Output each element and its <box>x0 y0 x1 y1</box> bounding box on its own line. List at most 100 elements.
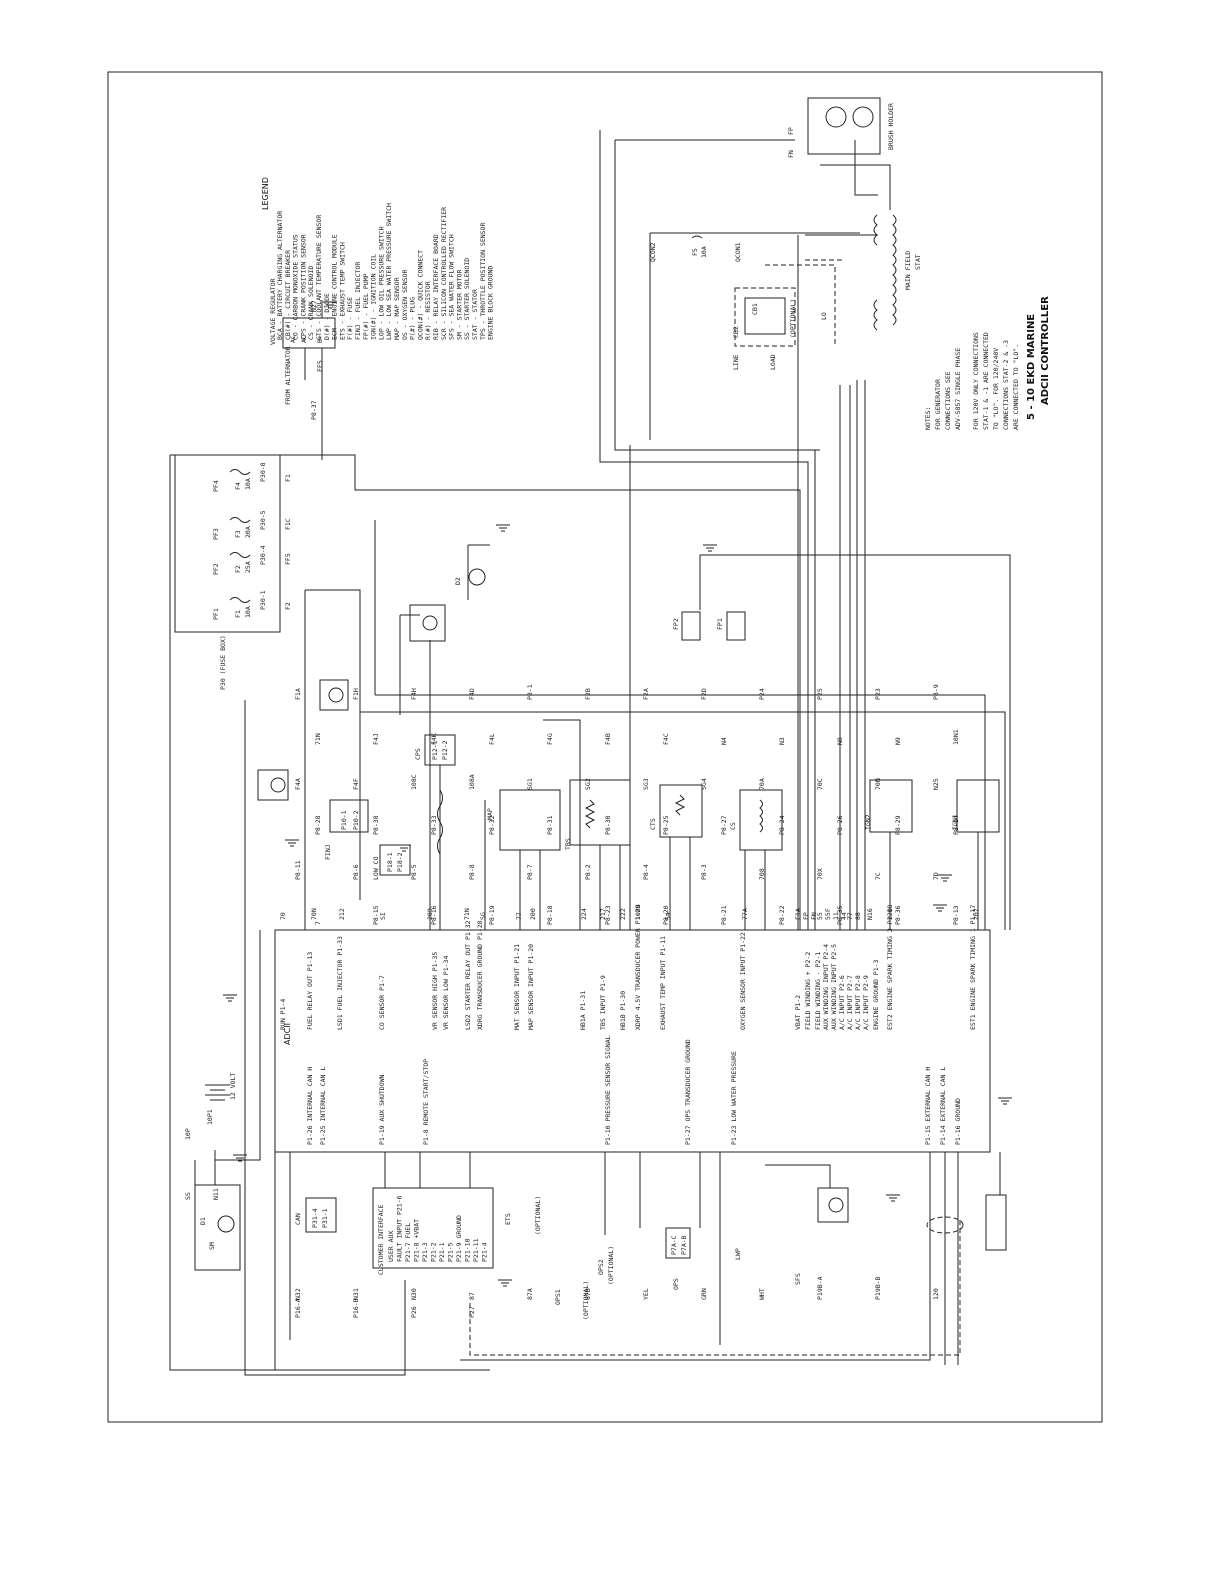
fuse-out: F1 <box>284 474 292 482</box>
wire-label: F4B <box>604 733 612 745</box>
adcii-left-pin: VR SENSOR LOW P1-34 <box>442 956 450 1030</box>
notes-line: CONNECTIONS STAT-2 & -3 <box>1002 340 1010 430</box>
fp2-box <box>681 611 701 641</box>
wire-label: F2A <box>642 688 650 700</box>
wire-label: P8-30 <box>604 815 612 835</box>
wire-label: P8-31 <box>546 815 554 835</box>
ops-label: OPS <box>672 1278 680 1290</box>
legend-item: LOP - LOW OIL PRESSURE SWITCH <box>377 226 385 340</box>
adcii-right-pin: A/C INPUT P2-6 <box>838 975 846 1030</box>
wire-label: F2D <box>700 688 708 700</box>
customer-interface-line: P21-4 <box>481 1242 489 1262</box>
wire-label: F4F <box>352 778 360 790</box>
top-wire-label: 70 <box>279 912 287 920</box>
vr-wire-in: P8-37 <box>310 400 318 420</box>
legend-item: QCON(#) - QUICK CONNECT <box>416 250 424 340</box>
wire-label: P8-21 <box>720 905 728 925</box>
adcii-left-pin: RUN P1-4 <box>279 999 287 1030</box>
ground-icon <box>496 524 510 532</box>
wire-label: N30 <box>410 1288 418 1300</box>
fuse-id: F3 <box>234 530 242 538</box>
fuse-f5-rating: 10A <box>700 246 708 258</box>
starter-solenoid-icon <box>468 568 486 586</box>
top-wire-label: 11 <box>832 912 840 920</box>
wire-label: 87 <box>468 1292 476 1300</box>
line-label: LINE <box>732 354 740 370</box>
wire-label: N8 <box>836 737 844 745</box>
wire-label: P8-27 <box>720 815 728 835</box>
wire-label: P8-3 <box>700 864 708 880</box>
wire-label: F4C <box>662 733 670 745</box>
wire-label: 7D <box>932 872 940 880</box>
wire-label: 108C <box>410 774 418 790</box>
wire-label: SG2 <box>584 778 592 790</box>
cps-label: CPS <box>414 748 422 760</box>
wire-label: F1H <box>352 688 360 700</box>
wire-label: 70A <box>758 778 766 790</box>
optional-label: (OPTIONAL) <box>789 299 797 338</box>
customer-interface-line: USER AUX <box>387 1231 395 1262</box>
brush-holder-label: BRUSH HOLDER <box>887 103 895 150</box>
can-pin1: P31-4 <box>311 1208 319 1228</box>
wire-label: F4G <box>546 733 554 745</box>
ops2-optional: (OPTIONAL) <box>607 1246 615 1285</box>
stat-label: STAT <box>914 254 922 270</box>
top-wire-label: 217 <box>599 908 607 920</box>
top-wire-label: SG <box>479 912 487 920</box>
ops-pin1: P7A-C <box>670 1235 678 1255</box>
wire-label: P19B-B <box>874 1276 882 1300</box>
adcii-right-pin: AUX WINDING INPUT P2-5 <box>830 944 838 1030</box>
relay-lower-box <box>817 1187 849 1223</box>
legend-item: CS - CRANK SOLENOID <box>307 266 315 340</box>
voltage-regulator-box <box>282 317 336 349</box>
notes-line: TO "LO". FOR 120/240V <box>992 348 1000 430</box>
notes-heading: NOTES: <box>924 407 932 430</box>
adcii-bottom-pin: P1-10 PRESSURE SENSOR SIGNAL <box>604 1035 612 1145</box>
customer-interface-box <box>372 1187 494 1269</box>
wire-label: WHT <box>758 1288 766 1300</box>
tbs-label: TBS <box>564 838 572 850</box>
relay-p21-box <box>319 679 349 711</box>
notes-line: ARE CONNECTED TO "LO". <box>1012 344 1020 430</box>
notes-line: STAT-1 & -1 ARE CONNECTED <box>982 332 990 430</box>
cts-box <box>659 784 703 838</box>
battery-wire2: 10P1 <box>206 1109 214 1125</box>
top-wire-label: 207 <box>972 908 980 920</box>
customer-interface-line: P21-10 <box>464 1238 472 1262</box>
adcii-bottom-pin: P1-26 INTERNAL CAN H <box>306 1067 314 1145</box>
wire-label: P8-24 <box>778 815 786 835</box>
wire-label: F1A <box>294 688 302 700</box>
adcii-right-pin: FIELD WINDING - P2-1 <box>814 952 822 1030</box>
wire-label: P24 <box>758 688 766 700</box>
ground-icon <box>933 904 947 912</box>
wire-label: F2B <box>584 688 592 700</box>
vr-fuse-feed: FF5 <box>316 360 324 372</box>
adcii-right-pin: AUX WINDING INPUT P2-4 <box>822 944 830 1030</box>
wire-label: P8-20 <box>662 905 670 925</box>
cps-pin1: P12-1 <box>431 740 439 760</box>
cs-box <box>739 789 783 851</box>
fuse-out: FF5 <box>284 553 292 565</box>
wire-label: 120 <box>932 1288 940 1300</box>
wire-label: 87A <box>526 1288 534 1300</box>
adcii-bottom-pin: P1-25 INTERNAL CAN L <box>319 1067 327 1145</box>
finj-pin1: P10-1 <box>340 810 348 830</box>
top-wire-label: SI <box>379 912 387 920</box>
wire-label: P8-22 <box>778 905 786 925</box>
legend-item: CB(#) - CIRCUIT BREAKER <box>284 250 292 340</box>
wire-label: P8-23 <box>604 905 612 925</box>
fuse-pin: P30-1 <box>259 590 267 610</box>
wire-label: P8-6 <box>352 864 360 880</box>
vr-wire-out: N27 <box>310 300 318 312</box>
brush-fn-icon <box>852 106 874 128</box>
wire-label: 7C <box>874 872 882 880</box>
fuse-out: F2 <box>284 602 292 610</box>
wire-label: P27 <box>468 1306 476 1318</box>
vr-pin-bplus: B+ <box>316 335 324 343</box>
ign2-box <box>869 779 913 833</box>
wire-label: YEL <box>642 1288 650 1300</box>
legend-item: ETS - EXHAUST TEMP SWITCH <box>338 242 346 340</box>
wire-label: 70X <box>816 868 824 880</box>
adcii-left-pin: LSD2 STARTER RELAY OUT P1-32 <box>464 920 472 1030</box>
